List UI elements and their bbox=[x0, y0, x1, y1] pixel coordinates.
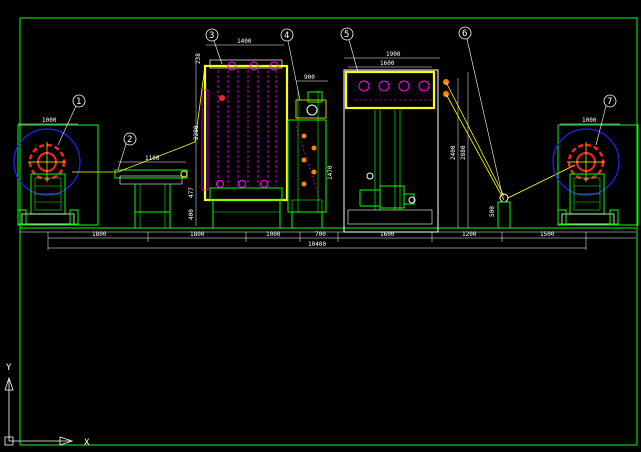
balloon-5: 5 bbox=[340, 27, 359, 73]
dim-bottom-5: 1600 bbox=[380, 231, 395, 238]
ucs-x-label: X bbox=[84, 438, 90, 448]
ucs-y-label: Y bbox=[6, 363, 12, 373]
balloon-3: 3 bbox=[205, 28, 223, 65]
dim-900: 900 bbox=[304, 74, 315, 81]
dim-mid-height: 1470 bbox=[327, 165, 334, 180]
svg-text:4: 4 bbox=[284, 31, 289, 41]
drawing-border bbox=[19, 17, 638, 446]
balloon-2: 2 bbox=[117, 132, 137, 171]
dim-total-length: 10400 bbox=[308, 241, 326, 248]
svg-text:2: 2 bbox=[127, 135, 132, 145]
dim-press-inner: 1600 bbox=[380, 60, 395, 67]
dim-bottom-4: 700 bbox=[315, 231, 326, 238]
rewinder-right bbox=[552, 124, 639, 226]
balloon-1: 1 bbox=[57, 94, 86, 146]
dim-oven-h1: 2280 bbox=[193, 125, 200, 140]
dim-roller-height: 500 bbox=[489, 206, 496, 217]
unwinder-left bbox=[13, 124, 99, 226]
dim-oven-h2: 477 bbox=[188, 187, 195, 198]
coating-unit bbox=[287, 90, 327, 228]
dim-unwinder-width: 1000 bbox=[42, 117, 57, 124]
dim-oven-width: 1400 bbox=[237, 38, 252, 45]
balloon-4: 4 bbox=[280, 28, 301, 101]
svg-text:1: 1 bbox=[76, 97, 81, 107]
dim-press-h1: 2400 bbox=[450, 145, 457, 160]
balloon-7: 7 bbox=[595, 94, 617, 146]
press-unit bbox=[343, 69, 449, 233]
dim-press-outer: 1900 bbox=[386, 51, 401, 58]
svg-text:5: 5 bbox=[344, 30, 349, 40]
feed-table bbox=[72, 141, 196, 228]
dim-bottom-6: 1200 bbox=[462, 231, 477, 238]
dim-bottom-1: 1800 bbox=[92, 231, 107, 238]
ucs-axis-icon bbox=[4, 376, 74, 446]
dim-press-h2: 2880 bbox=[460, 145, 467, 160]
dim-bottom-2: 1800 bbox=[190, 231, 205, 238]
dim-oven-top: 238 bbox=[195, 53, 202, 64]
svg-text:3: 3 bbox=[209, 31, 214, 41]
svg-text:6: 6 bbox=[462, 29, 467, 39]
svg-text:7: 7 bbox=[607, 97, 612, 107]
balloon-6: 6 bbox=[458, 26, 503, 195]
dim-table-width: 1100 bbox=[145, 155, 160, 162]
dim-oven-h3: 400 bbox=[188, 209, 195, 220]
dim-bottom-7: 1500 bbox=[540, 231, 555, 238]
dim-bottom-3: 1000 bbox=[266, 231, 281, 238]
bottom-dimension-chain bbox=[47, 232, 636, 250]
dryer-oven bbox=[194, 59, 289, 228]
guide-roller bbox=[445, 81, 576, 229]
dim-rewinder-width: 1000 bbox=[582, 117, 597, 124]
